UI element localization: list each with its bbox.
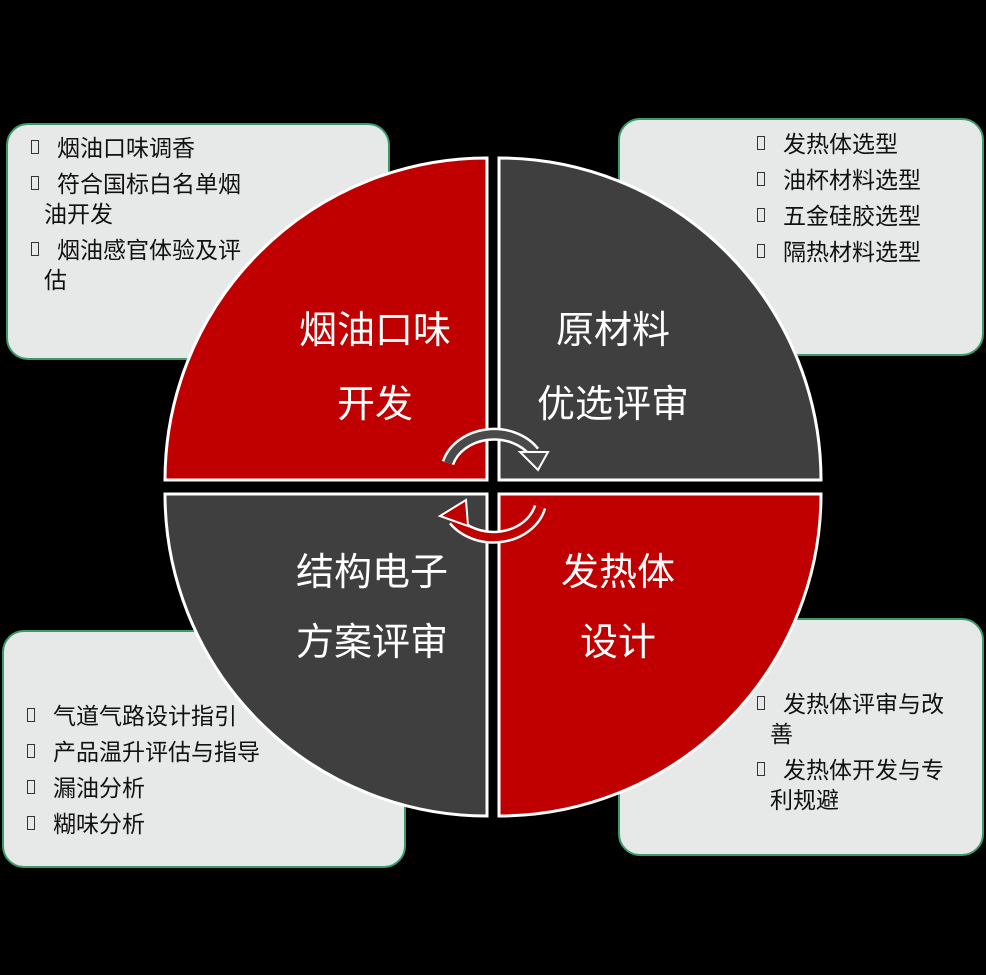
quadrant-label-bottom-right-line1: 发热体 bbox=[561, 550, 675, 594]
bullet-icon bbox=[31, 140, 39, 154]
bullet-icon bbox=[757, 244, 765, 258]
list-item: 烟油感官体验及评估 bbox=[14, 236, 254, 296]
list-item: 发热体选型 bbox=[740, 130, 960, 160]
list-bottom-right: 发热体评审与改善 发热体开发与专利规避 bbox=[740, 690, 960, 822]
list-item: 漏油分析 bbox=[10, 774, 310, 804]
bullet-icon bbox=[27, 744, 35, 758]
list-top-left: 烟油口味调香 符合国标白名单烟油开发 烟油感官体验及评估 bbox=[14, 134, 254, 302]
bullet-icon bbox=[27, 708, 35, 722]
list-item: 发热体评审与改善 bbox=[740, 690, 960, 750]
quadrant-bottom-right bbox=[497, 492, 823, 818]
list-item: 符合国标白名单烟油开发 bbox=[14, 170, 254, 230]
bullet-icon bbox=[757, 136, 765, 150]
bullet-icon bbox=[31, 242, 39, 256]
bullet-icon bbox=[31, 176, 39, 190]
list-item: 隔热材料选型 bbox=[740, 238, 960, 268]
bullet-icon bbox=[757, 172, 765, 186]
bullet-icon bbox=[757, 762, 765, 776]
quadrant-label-top-right-line1: 原材料 bbox=[556, 308, 670, 352]
bullet-icon bbox=[757, 208, 765, 222]
list-item: 五金硅胶选型 bbox=[740, 202, 960, 232]
list-item: 发热体开发与专利规避 bbox=[740, 756, 960, 816]
quadrant-label-top-left-line2: 开发 bbox=[337, 382, 413, 426]
list-item: 油杯材料选型 bbox=[740, 166, 960, 196]
bullet-icon bbox=[757, 696, 765, 710]
cycle-arrow-top-icon bbox=[441, 427, 550, 472]
quadrant-label-top-left-line1: 烟油口味 bbox=[299, 308, 451, 352]
list-bottom-left: 气道气路设计指引 产品温升评估与指导 漏油分析 糊味分析 bbox=[10, 702, 310, 846]
quadrant-bottom-left bbox=[163, 492, 489, 818]
quadrant-label-top-right-line2: 优选评审 bbox=[537, 382, 689, 426]
list-item: 糊味分析 bbox=[10, 810, 310, 840]
quadrant-top-right bbox=[497, 156, 823, 482]
list-item: 气道气路设计指引 bbox=[10, 702, 310, 732]
bullet-icon bbox=[27, 780, 35, 794]
quadrant-label-bottom-left-line2: 方案评审 bbox=[296, 620, 448, 664]
list-item: 产品温升评估与指导 bbox=[10, 738, 310, 768]
bullet-icon bbox=[27, 816, 35, 830]
quadrant-label-bottom-right-line2: 设计 bbox=[580, 620, 656, 664]
quadrant-label-bottom-left-line1: 结构电子 bbox=[296, 550, 448, 594]
quadrant-top-left bbox=[163, 156, 489, 482]
list-top-right: 发热体选型 油杯材料选型 五金硅胶选型 隔热材料选型 bbox=[740, 130, 960, 274]
list-item: 烟油口味调香 bbox=[14, 134, 254, 164]
cycle-arrow-bottom-icon bbox=[437, 498, 547, 544]
